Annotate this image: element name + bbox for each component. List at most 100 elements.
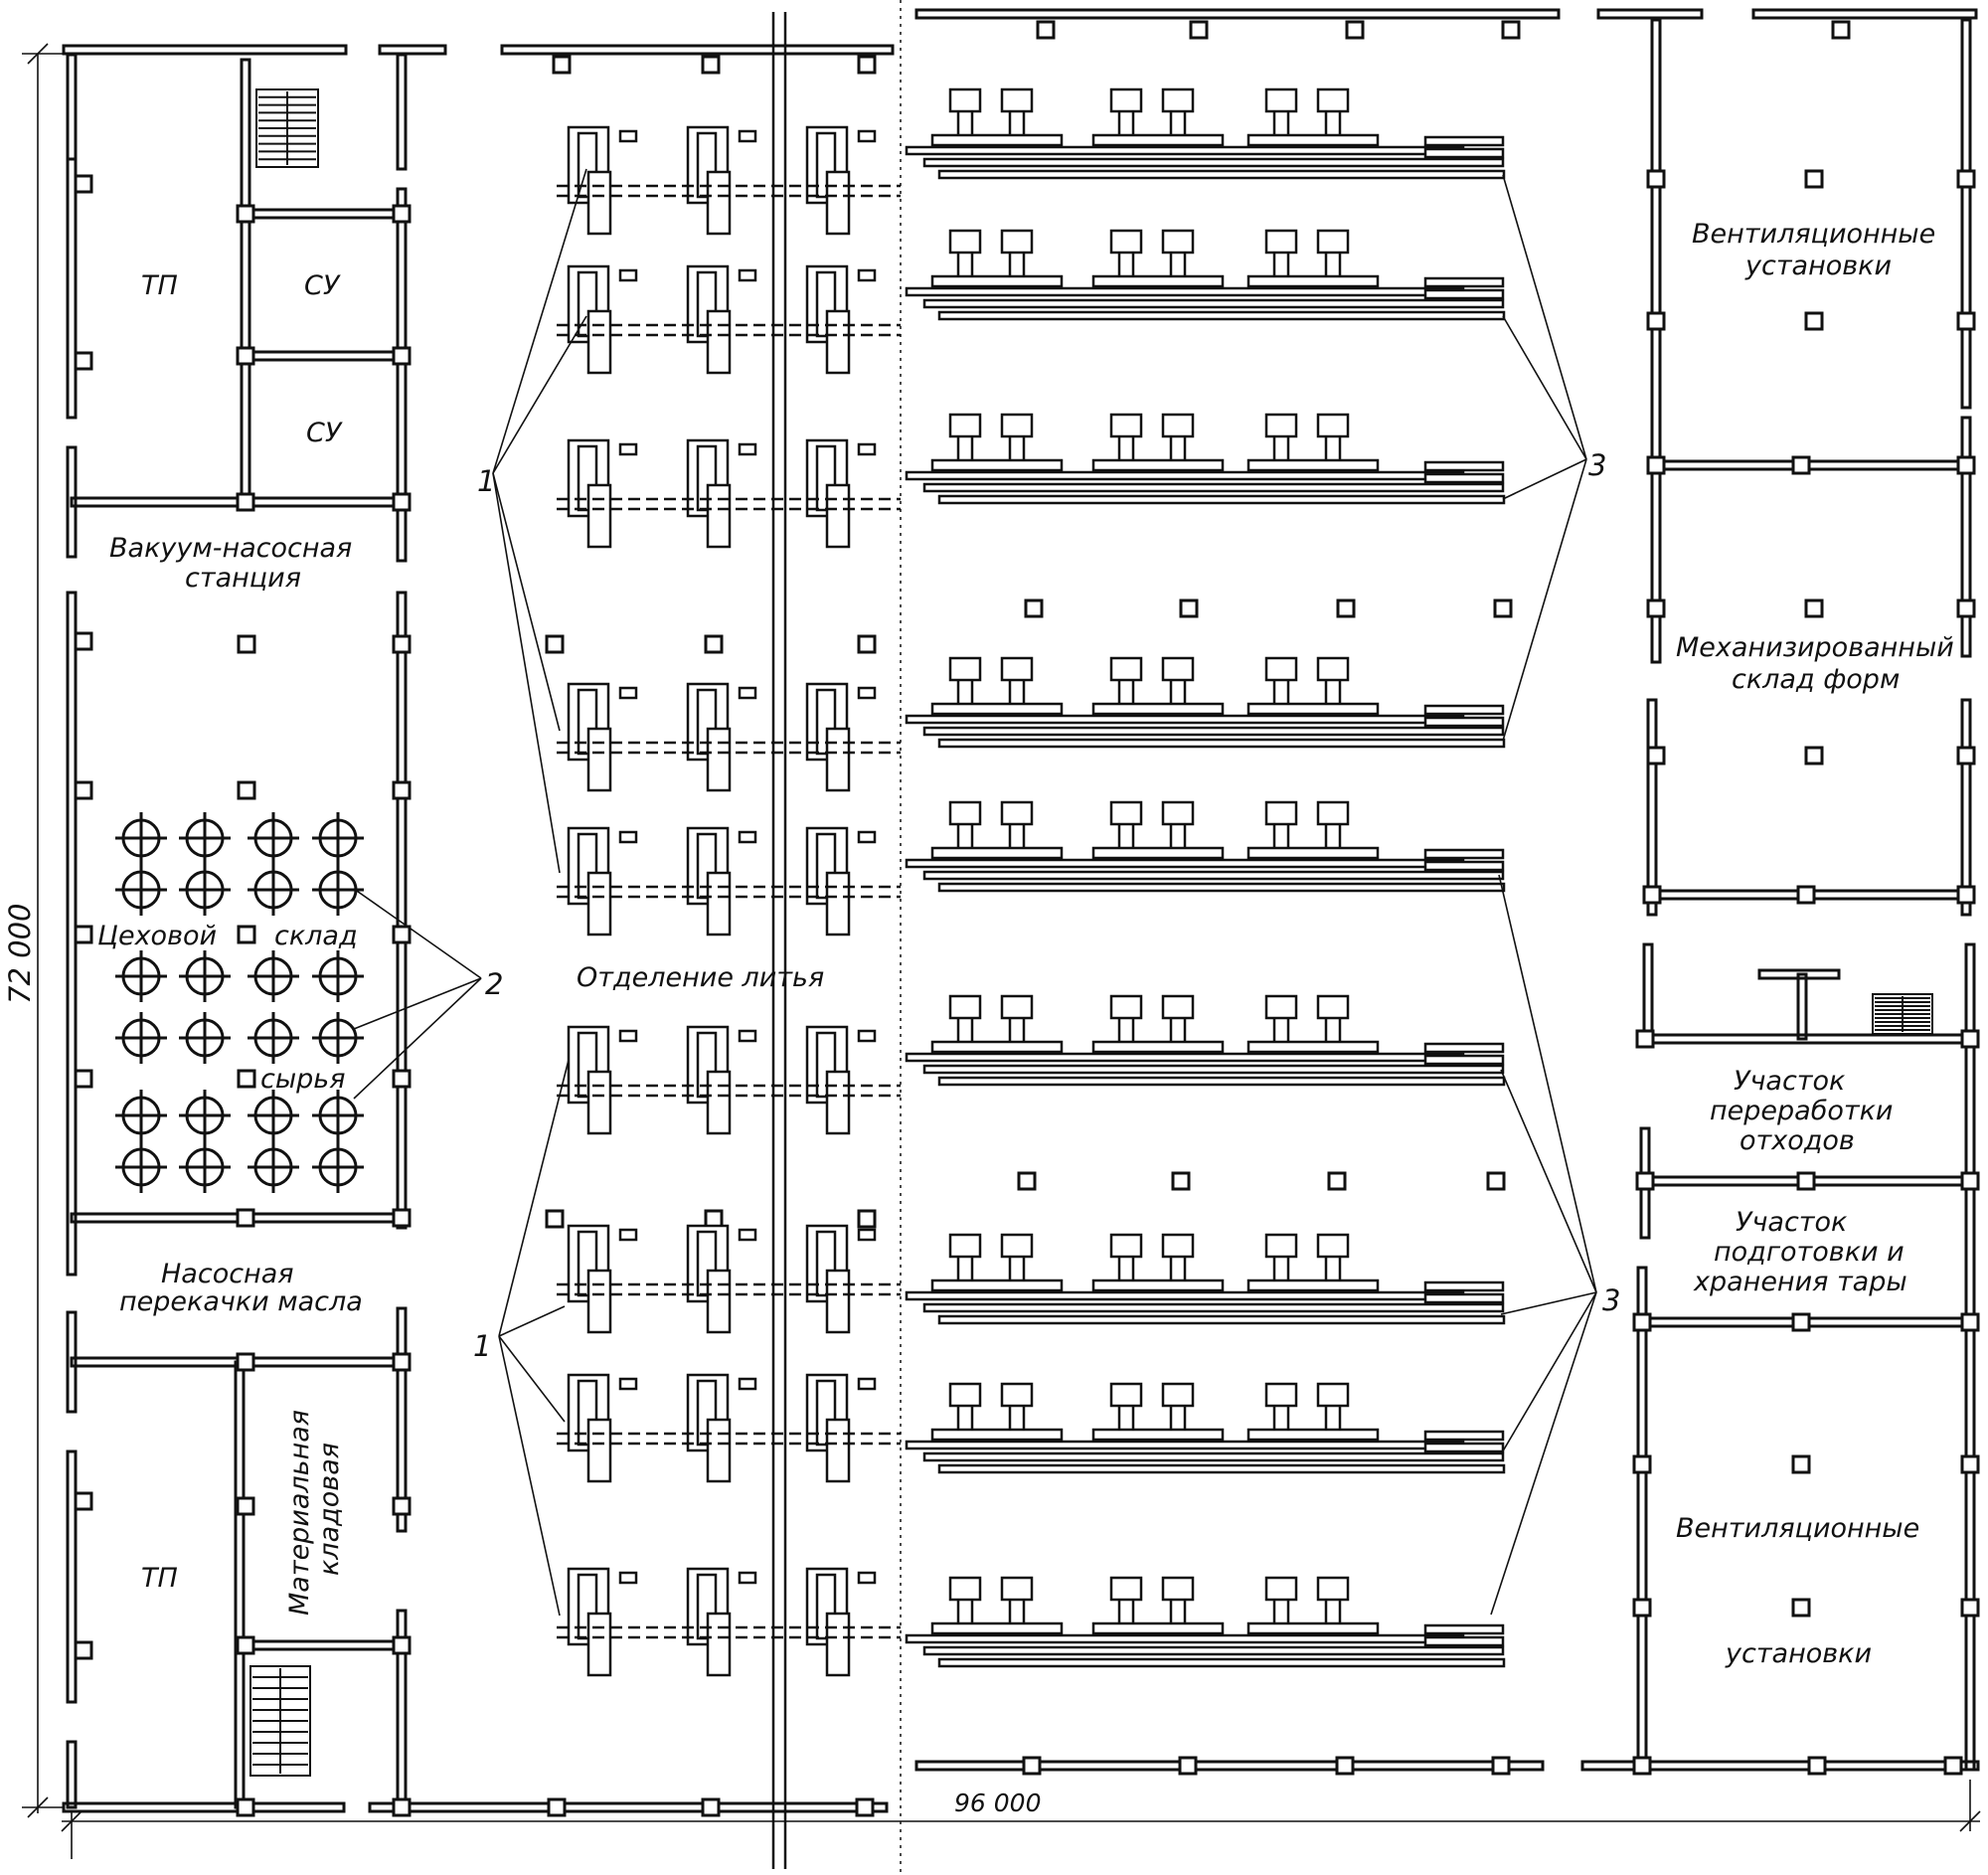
wall [244, 208, 404, 220]
machine-r7-c1-control-box [618, 1228, 638, 1242]
dimension-tick-left [61, 1810, 83, 1832]
column-perimeter [1943, 1756, 1963, 1776]
column-perimeter [1632, 1756, 1652, 1776]
production-line-3-unit-3-head-b [1316, 413, 1350, 438]
production-line-5-unit-3-head-b [1316, 800, 1350, 826]
production-line-6-unit-3-base [1246, 1040, 1380, 1054]
machine-r6-c3-control-box [857, 1029, 877, 1043]
production-line-8-unit-3-head-b [1316, 1382, 1350, 1408]
production-line-1-unit-1-base [930, 133, 1064, 147]
production-line-5-track-2 [922, 870, 1505, 881]
column-interior [704, 1209, 724, 1229]
production-line-1-track-2 [922, 157, 1505, 168]
column [392, 346, 412, 366]
wall [396, 53, 408, 171]
column-perimeter [1646, 746, 1666, 766]
production-line-5-unit-2-base [1091, 846, 1225, 860]
wall [1596, 8, 1704, 20]
production-line-3-track [905, 470, 1465, 481]
column-perimeter [1956, 746, 1976, 766]
production-line-5-stacker [1423, 848, 1505, 860]
column-perimeter [547, 1797, 567, 1817]
production-line-7-track-3 [937, 1314, 1506, 1325]
column-perimeter [1960, 1029, 1980, 1049]
production-line-9-unit-2-head-a [1109, 1576, 1143, 1602]
machine-r8-c2-control-box [738, 1377, 757, 1391]
wall [1646, 1033, 1972, 1045]
production-lines [905, 87, 1506, 1668]
column-interior [1804, 311, 1824, 331]
leader-3-top-3 [1502, 458, 1587, 500]
wall [368, 1801, 889, 1813]
callout-3-top: 3 [1588, 448, 1606, 482]
wall [1646, 698, 1658, 917]
machine-r7-c1-injection-unit [586, 1269, 612, 1334]
machine-r3-c3-injection-unit [825, 483, 851, 549]
production-line-9-track-2 [922, 1645, 1505, 1656]
production-line-6-unit-1-base [930, 1040, 1064, 1054]
column-perimeter [1646, 169, 1666, 189]
machine-r1-c3-control-box [857, 129, 877, 143]
machine-r1-c2-injection-unit [706, 170, 732, 236]
column-interior [1336, 598, 1356, 618]
column-perimeter [857, 55, 877, 75]
room-vacuum-station-line2: станция [185, 563, 301, 594]
wall [66, 1449, 78, 1704]
callout-1-top: 1 [477, 464, 495, 498]
column [392, 780, 412, 800]
column-perimeter [1956, 885, 1976, 905]
wall [1654, 459, 1968, 471]
machine-r7-c3-control-box [857, 1228, 877, 1242]
production-line-1-stacker-2 [1423, 147, 1505, 159]
production-line-4-track [905, 714, 1465, 725]
production-line-3-unit-2-head-a [1109, 413, 1143, 438]
room-tp-bottom: ТП [141, 1563, 178, 1594]
machine-r5-c3-control-box [857, 830, 877, 844]
production-line-6-unit-2-base [1091, 1040, 1225, 1054]
leader-2-2 [353, 977, 482, 1030]
machine-r4-c2-control-box [738, 686, 757, 700]
column-perimeter [1646, 311, 1666, 331]
machine-r6-c2-control-box [738, 1029, 757, 1043]
leader-3-bottom-2 [1500, 1069, 1597, 1293]
column-perimeter [1807, 1756, 1827, 1776]
column [236, 1797, 255, 1817]
leader-3-top-1 [1502, 174, 1587, 460]
leader-lines [353, 168, 1597, 1617]
column-perimeter [1960, 1171, 1980, 1191]
wall [1650, 18, 1662, 664]
column [236, 1496, 255, 1516]
leader-1-top-4 [492, 472, 561, 874]
wall-pilaster [74, 351, 93, 371]
production-line-9-unit-2-base [1091, 1621, 1225, 1635]
column [236, 346, 255, 366]
column [236, 492, 255, 512]
column-perimeter [1036, 20, 1056, 40]
production-line-4-unit-2-base [1091, 702, 1225, 716]
leader-3-bottom-3 [1500, 1291, 1597, 1315]
column-interior [857, 1209, 877, 1229]
column-interior [1327, 1171, 1347, 1191]
production-line-4-unit-3-base [1246, 702, 1380, 716]
machine-r9-c2-control-box [738, 1571, 757, 1585]
column-perimeter [701, 55, 721, 75]
column-interior [704, 634, 724, 654]
production-line-6-track [905, 1052, 1465, 1063]
machine-r3-c1-control-box [618, 442, 638, 456]
wall [234, 1360, 246, 1809]
staircases [249, 88, 1933, 1777]
production-line-2-stacker-2 [1423, 288, 1505, 300]
wall [1964, 942, 1976, 1772]
production-line-7-unit-3-head-a [1264, 1233, 1298, 1259]
room-casting-department: Отделение литья [577, 962, 824, 993]
room-vent-bottom-line1: Вентиляционные [1676, 1513, 1919, 1544]
column-perimeter [1646, 455, 1666, 475]
machine-r5-c1-injection-unit [586, 871, 612, 937]
production-line-6-track-3 [937, 1076, 1506, 1087]
production-line-6-unit-1-head-a [948, 994, 982, 1020]
production-line-8-unit-3-base [1246, 1428, 1380, 1442]
staircase-right [1872, 993, 1933, 1035]
room-vent-top-line2: установки [1744, 251, 1892, 281]
column [392, 1208, 412, 1228]
production-line-8-stacker-2 [1423, 1442, 1505, 1453]
